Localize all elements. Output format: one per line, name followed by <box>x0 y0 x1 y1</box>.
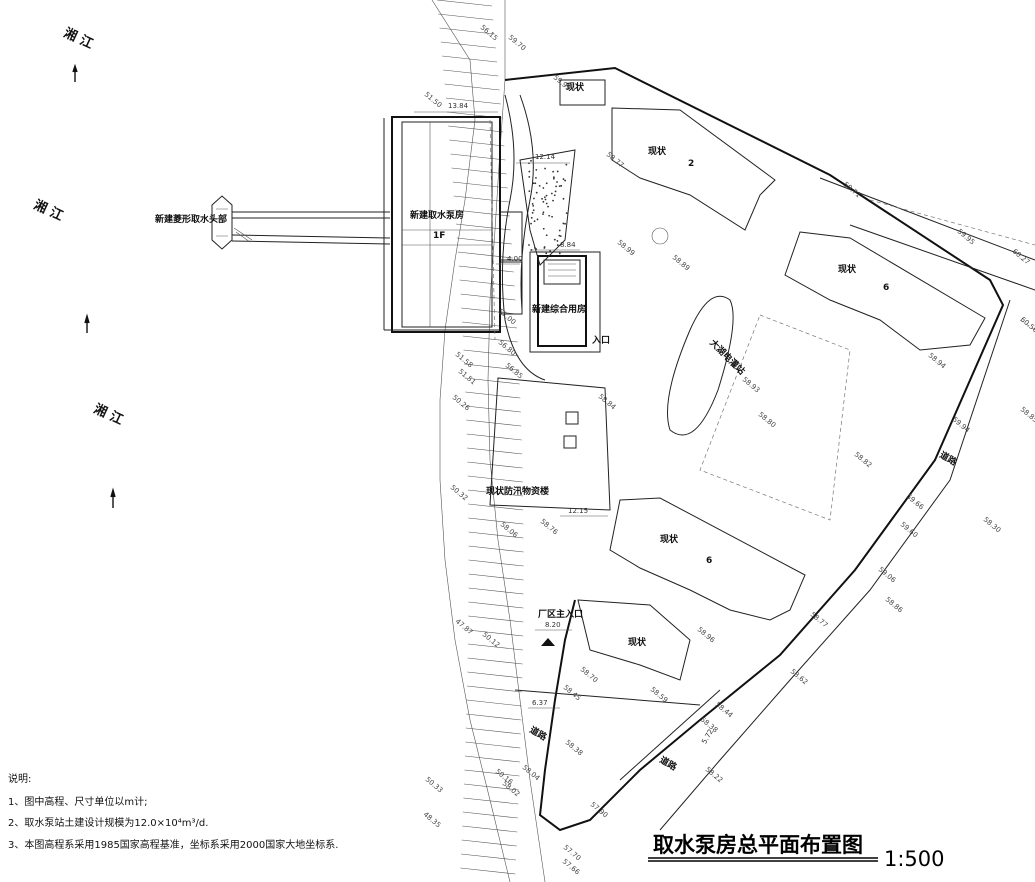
general-room-label: 新建综合用房 <box>532 303 586 315</box>
note-line-3: 3、本图高程系采用1985国家高程基准，坐标系采用2000国家大地坐标系. <box>8 838 338 851</box>
existing-label-5: 现状 <box>628 636 647 648</box>
elevation-label: 51.50 <box>423 90 443 109</box>
elevation-label: 58.93 <box>741 375 761 394</box>
elevation-label: 58.80 <box>757 410 777 429</box>
road-label-2: 道路 <box>527 724 549 744</box>
elevation-label: 58.86 <box>884 595 905 614</box>
dim-4: 8.20 <box>545 621 561 629</box>
road-label-3: 道路 <box>657 754 679 774</box>
drawing-scale: 1:500 <box>884 847 945 871</box>
elevation-label: 58.76 <box>539 517 560 536</box>
elevation-label: 58.85 <box>1019 405 1035 424</box>
elevation-label: 58.70 <box>579 665 599 684</box>
site-boundary <box>505 68 1035 830</box>
entrance-triangle-icon <box>541 638 555 646</box>
elevation-label: 60.56 <box>1019 315 1035 334</box>
elevation-label: 47.87 <box>454 617 474 636</box>
dim-5: 6.37 <box>532 699 548 707</box>
dim-2: 12.14 <box>535 153 556 161</box>
river-label-3: 湘 江 <box>91 401 125 428</box>
pump-house-label: 新建取水泵房 <box>410 209 464 221</box>
elevation-label: 58.38 <box>564 738 584 757</box>
existing-label-4: 现状 <box>660 533 679 545</box>
elevation-label: 59.06 <box>877 565 898 584</box>
elevation-label: 51.51 <box>457 367 477 386</box>
main-entrance-label: 厂区主入口 <box>538 608 583 620</box>
elevation-label: 58.99 <box>616 238 636 257</box>
general-room-outline <box>530 252 600 352</box>
elevation-label: 59.94 <box>951 415 972 434</box>
building-number-6b: 6 <box>706 556 712 566</box>
elevation-label: 58.30 <box>982 515 1002 534</box>
elevation-label: 58.96 <box>696 625 717 644</box>
elevation-label: 59.95 <box>956 227 976 246</box>
water-plant-label: 大湖电灌站 <box>707 337 747 377</box>
sports-field <box>652 228 850 520</box>
elevation-label: 51.58 <box>454 350 474 369</box>
elevation-label: 50.26 <box>451 393 472 412</box>
building-number-6a: 6 <box>883 283 889 293</box>
dim-1: 13.84 <box>448 102 469 110</box>
riverbank-hatching <box>432 0 545 882</box>
elevation-label: 58.45 <box>562 683 582 702</box>
dim-3: 12.15 <box>568 507 588 515</box>
dim-7: 4.00 <box>507 255 523 263</box>
intake-head-label: 新建菱形取水头部 <box>155 213 227 225</box>
title-underline <box>648 858 878 861</box>
elevation-label: 59.70 <box>507 33 527 52</box>
floor-label: 1F <box>433 231 445 241</box>
elevation-label: 48.35 <box>422 810 442 829</box>
elevation-label: 58.84 <box>597 392 618 411</box>
river-label-1: 湘 江 <box>61 25 95 52</box>
intake-head <box>212 196 390 249</box>
existing-label-2: 现状 <box>648 145 667 157</box>
elevation-label: 58.94 <box>927 351 948 370</box>
elevation-label: 58.44 <box>714 700 735 719</box>
entrance-label: 入口 <box>591 335 610 346</box>
elevation-label: 50.33 <box>424 775 444 794</box>
river-label-2: 湘 江 <box>31 197 65 224</box>
elevation-label: 58.89 <box>671 253 691 272</box>
elevation-label: 58.77 <box>605 150 625 169</box>
drawing-title: 取水泵房总平面布置图 <box>653 833 863 857</box>
warehouse-label: 现状防汛物资楼 <box>486 485 549 497</box>
notes-heading: 说明: <box>8 772 31 785</box>
elevation-label: 60.27 <box>1011 247 1031 266</box>
north-arrow-icon <box>73 66 115 508</box>
existing-label-3: 现状 <box>838 263 857 275</box>
existing-building-2 <box>612 108 775 230</box>
road-label-1: 道路 <box>937 449 959 469</box>
elevation-label: 58.04 <box>521 763 542 782</box>
note-line-2: 2、取水泵站土建设计规模为12.0×10⁴m³/d. <box>8 816 208 829</box>
dim-8: 8.84 <box>560 241 576 249</box>
elevation-label: 50.32 <box>449 483 469 502</box>
elevation-label: 59.71 <box>842 180 862 199</box>
building-number-2: 2 <box>688 159 694 169</box>
elevation-label: 59.66 <box>905 492 926 511</box>
elevation-label: 59.93 <box>552 73 572 92</box>
elevation-label: 58.82 <box>853 450 873 469</box>
note-line-1: 1、图中高程、尺寸单位以m计; <box>8 795 147 808</box>
elevation-label: 56.85 <box>504 361 524 380</box>
